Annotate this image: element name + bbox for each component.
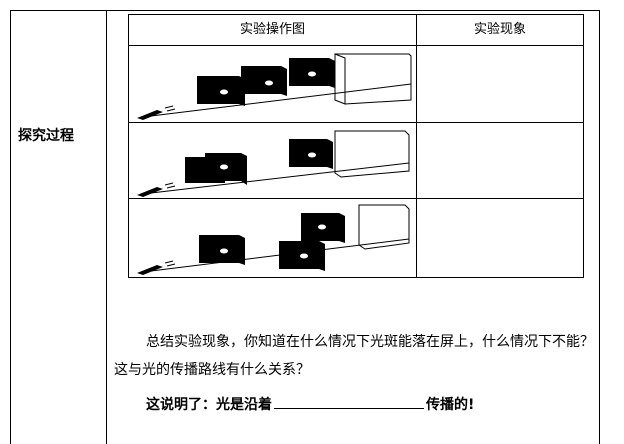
conclusion-suffix: 传播的! [426,397,475,413]
header-phenomenon: 实验现象 [473,22,526,37]
diagram-shifted-first-card [137,130,410,197]
section-label: 探究过程 [18,128,74,144]
diagram-staggered-cards [137,204,410,275]
answer-blank[interactable] [274,392,424,409]
header-operation-diagram: 实验操作图 [239,22,305,37]
table-column-divider [416,15,417,277]
diagram-aligned-cards [137,53,412,120]
conclusion-line: 这说明了：光是沿着 传播的! [146,391,624,419]
table-row-divider [129,198,583,199]
outer-table [10,10,600,444]
experiment-table: 实验操作图 实验现象 [128,14,584,278]
table-header-divider [129,45,583,46]
column-divider [106,10,107,444]
conclusion-prefix: 这说明了：光是沿着 [146,397,272,413]
table-row-divider [129,122,583,123]
summary-question: 总结实验现象，你知道在什么情况下光斑能落在屏上，什么情况下不能？这与光的传播路线… [114,334,594,378]
